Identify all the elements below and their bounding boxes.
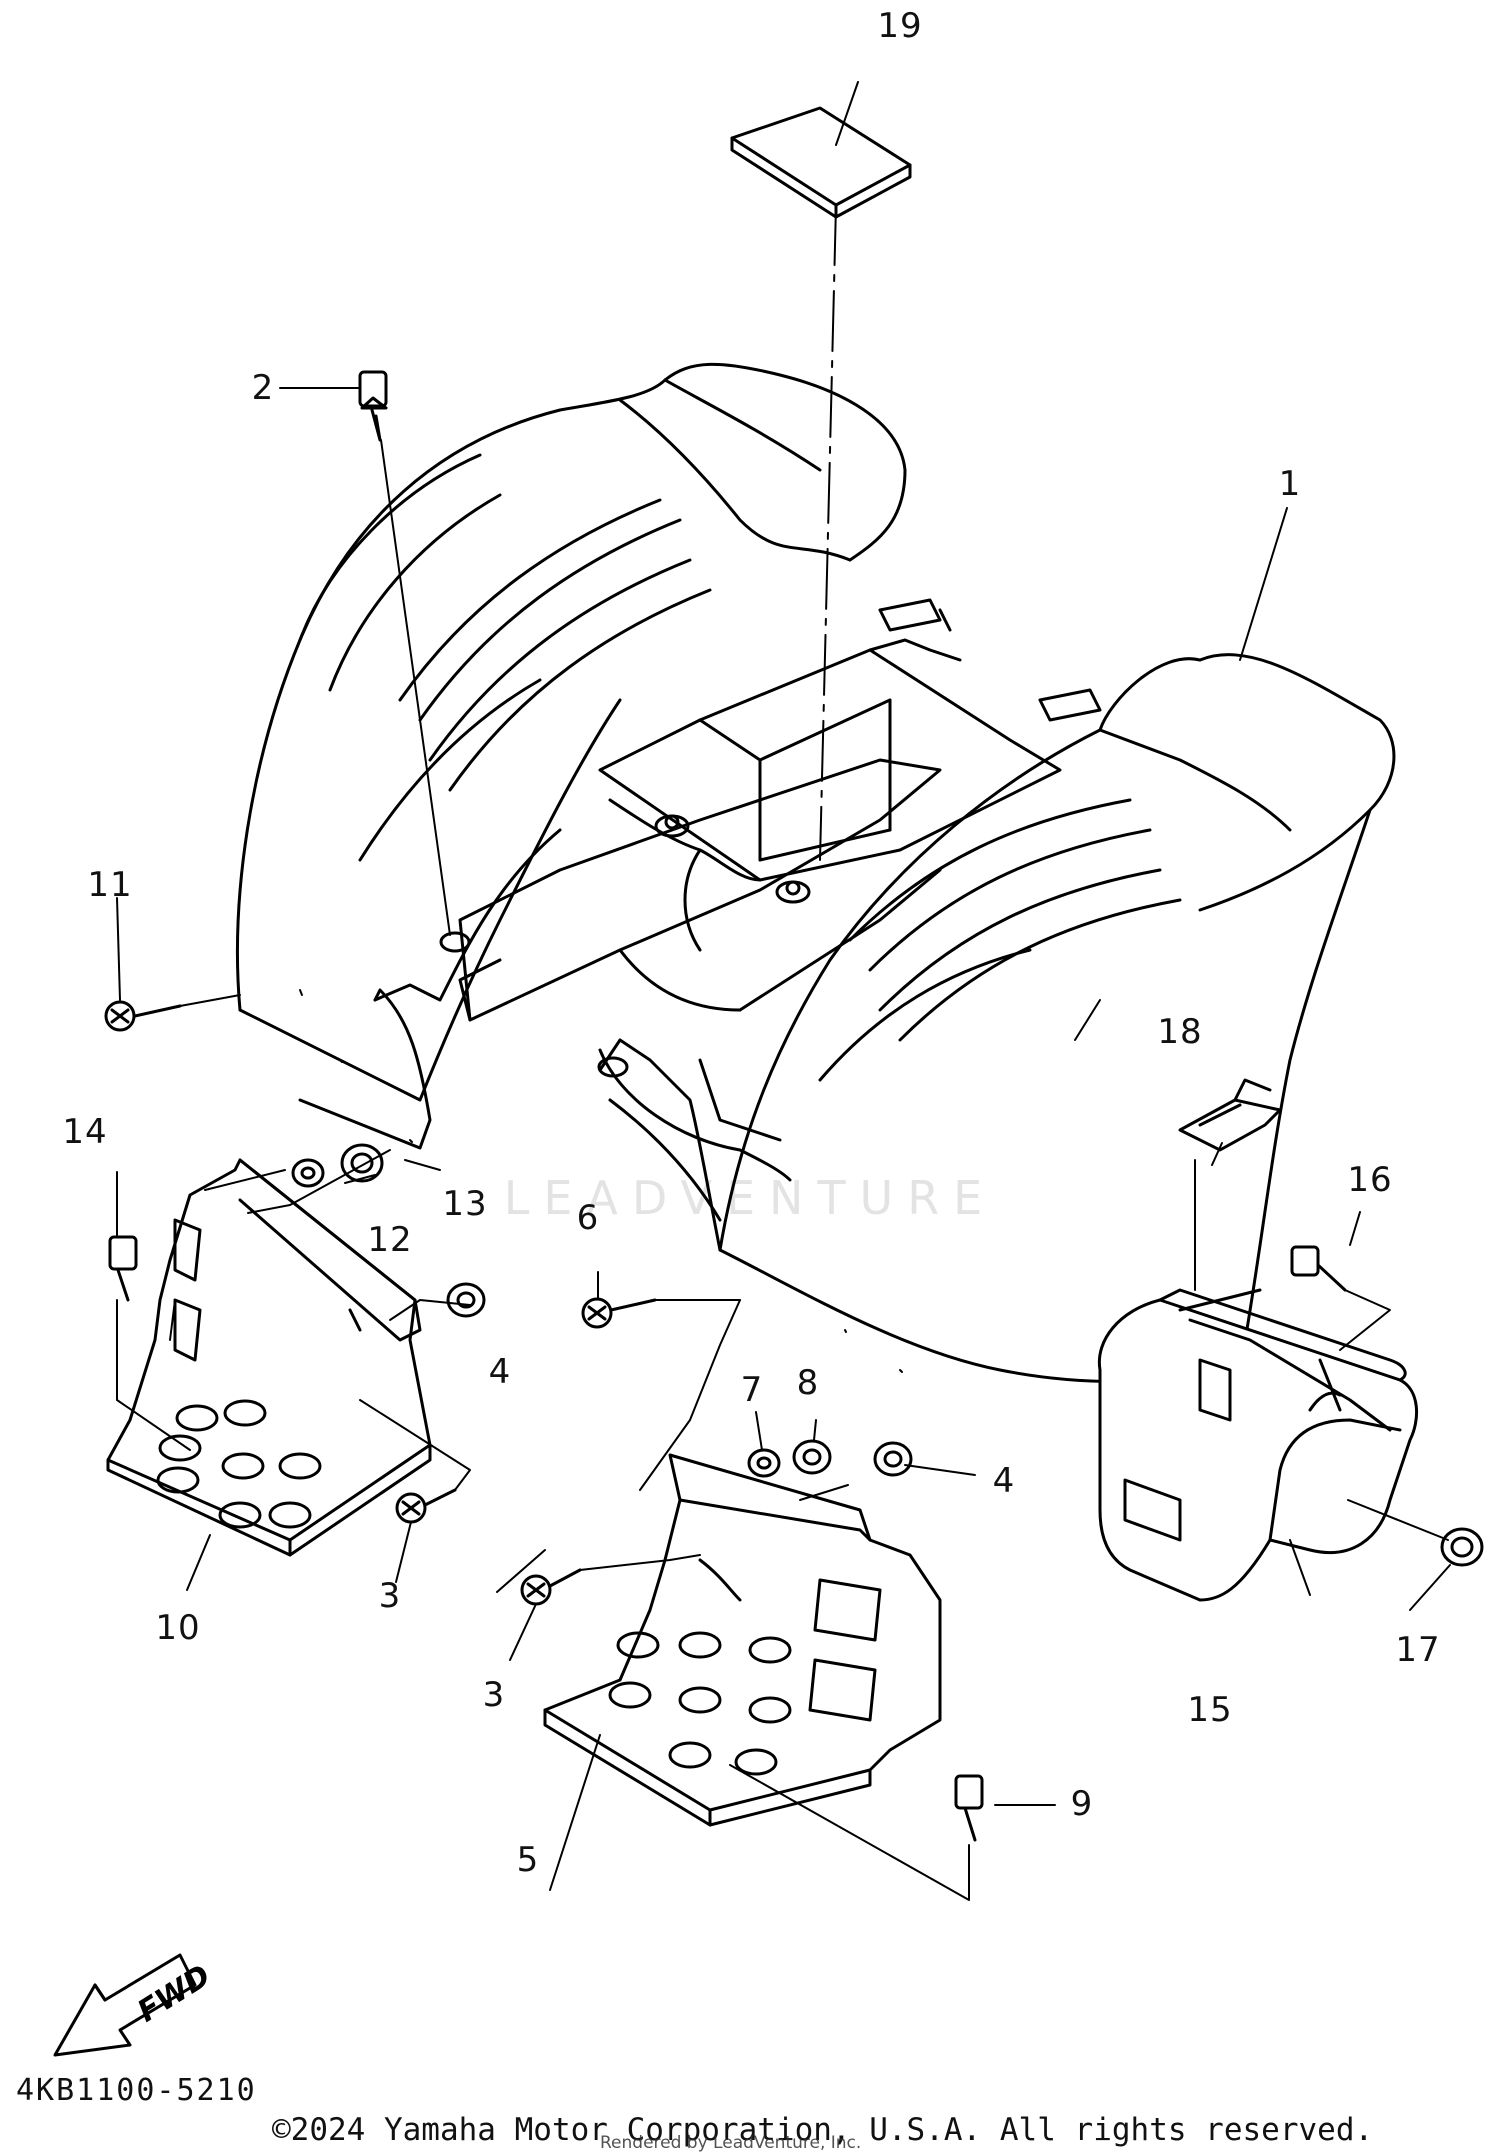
callout-3: 3: [482, 1675, 506, 1715]
callout-2: 2: [251, 368, 275, 408]
callout-11: 11: [87, 865, 133, 905]
callout-8: 8: [796, 1363, 820, 1403]
callout-4: 4: [992, 1461, 1016, 1501]
callout-5: 5: [516, 1840, 540, 1880]
callout-7: 7: [740, 1370, 764, 1410]
leader-lines: [116, 81, 1451, 1901]
part-18-clip: [1178, 1078, 1282, 1152]
callout-17: 17: [1395, 1630, 1441, 1670]
fwd-arrow-icon: [53, 1953, 197, 2057]
copyright-text: ©2024 Yamaha Motor Corporation, U.S.A. A…: [272, 2112, 1374, 2148]
callout-16: 16: [1347, 1160, 1393, 1200]
callout-6: 6: [576, 1198, 600, 1238]
callout-10: 10: [155, 1608, 201, 1648]
callout-14: 14: [62, 1112, 108, 1152]
callout-13: 13: [442, 1184, 488, 1224]
part-5-footrest-right: [543, 1453, 942, 1827]
callout-12: 12: [367, 1220, 413, 1260]
callout-18: 18: [1157, 1012, 1203, 1052]
part-15-tool-box: [1097, 1288, 1419, 1602]
callout-4: 4: [488, 1352, 512, 1392]
watermark: LEADVENTURE: [503, 1171, 997, 1225]
rendered-by-text: Rendered by LeadVenture, Inc.: [600, 2133, 862, 2153]
callout-1: 1: [1278, 464, 1302, 504]
part-19-decal: [730, 106, 912, 219]
part-10-footrest-left: [106, 1158, 432, 1557]
callout-15: 15: [1187, 1690, 1233, 1730]
callout-3: 3: [378, 1576, 402, 1616]
callout-19: 19: [877, 6, 923, 46]
catalog-number: 4KB1100-5210: [16, 2073, 257, 2108]
part-1-rear-fender: [236, 362, 1396, 1384]
fasteners: [104, 370, 1484, 1842]
callout-9: 9: [1070, 1784, 1094, 1824]
